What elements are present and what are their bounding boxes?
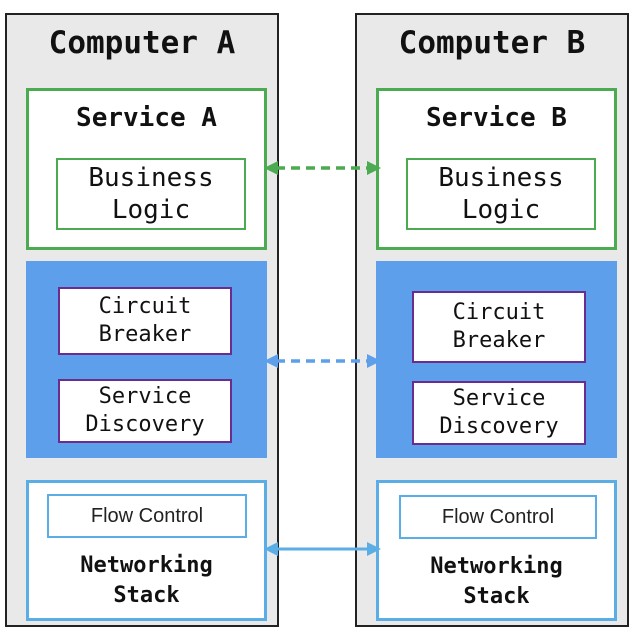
computer-a-title: Computer A xyxy=(48,25,236,61)
networking-stack-a-label: Networking Stack xyxy=(80,553,213,608)
service-b-box: Service B Business Logic xyxy=(376,88,617,250)
flow-control-b: Flow Control xyxy=(399,495,597,539)
sidecar-b: Circuit Breaker Service Discovery xyxy=(376,261,617,458)
business-logic-b: Business Logic xyxy=(406,158,596,230)
networking-stack-b: Flow Control Networking Stack xyxy=(376,480,617,621)
service-b-title: Service B xyxy=(426,103,567,133)
network-link xyxy=(264,542,381,556)
sidecar-a: Circuit Breaker Service Discovery xyxy=(26,261,267,458)
circuit-breaker-b: Circuit Breaker xyxy=(412,291,586,363)
service-a-box: Service A Business Logic xyxy=(26,88,267,250)
business-logic-link xyxy=(264,161,381,175)
flow-control-a: Flow Control xyxy=(47,494,247,538)
circuit-breaker-a: Circuit Breaker xyxy=(58,287,232,355)
service-a-title: Service A xyxy=(76,103,217,133)
networking-stack-a: Flow Control Networking Stack xyxy=(26,480,267,621)
sidecar-link xyxy=(264,354,381,368)
service-discovery-b: Service Discovery xyxy=(412,381,586,445)
service-discovery-a: Service Discovery xyxy=(58,379,232,443)
computer-b-title: Computer B xyxy=(398,25,586,61)
computer-a: Computer A Service A Business Logic Circ… xyxy=(5,13,279,627)
computer-b: Computer B Service B Business Logic Circ… xyxy=(355,13,629,627)
business-logic-a: Business Logic xyxy=(56,158,246,230)
networking-stack-b-label: Networking Stack xyxy=(430,554,563,609)
